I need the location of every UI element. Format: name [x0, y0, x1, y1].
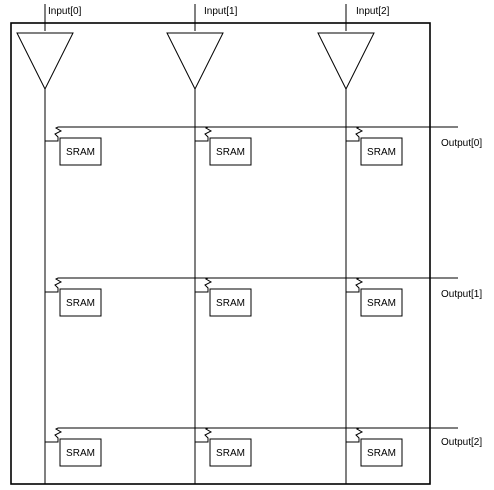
- switch-0-0: [45, 126, 63, 142]
- switch-1-1: [195, 277, 213, 293]
- switch-0-1: [195, 126, 213, 142]
- switch-2-0: [45, 427, 63, 443]
- input-buffer-2: [317, 32, 375, 91]
- sram-cell-label-2-2: SRAM: [367, 448, 396, 459]
- input-buffer-1: [166, 32, 224, 91]
- sram-cell-label-0-1: SRAM: [216, 147, 245, 158]
- output-label-1: Output[1]: [441, 289, 482, 300]
- sram-cell-box-1-0: [59, 288, 102, 317]
- sram-cell-box-2-1: [209, 438, 252, 467]
- sram-cell-label-1-0: SRAM: [66, 298, 95, 309]
- sram-cell-label-2-0: SRAM: [66, 448, 95, 459]
- switch-1-0: [45, 277, 63, 293]
- crossbar-frame: [10, 22, 431, 485]
- sram-cell-box-1-1: [209, 288, 252, 317]
- sram-cell-box-0-2: [360, 137, 403, 166]
- switch-1-2: [346, 277, 364, 293]
- sram-cell-box-2-2: [360, 438, 403, 467]
- sram-cell-box-1-2: [360, 288, 403, 317]
- sram-cell-label-0-0: SRAM: [66, 147, 95, 158]
- cell-layer: SRAM SRAM SRAM SRAM SRAM SRAM SRAM SRAM SRAM: [59, 137, 403, 467]
- input-label-1: Input[1]: [204, 6, 238, 17]
- sram-cell-label-1-1: SRAM: [216, 298, 245, 309]
- output-label-0: Output[0]: [441, 138, 482, 149]
- sram-cell-label-0-2: SRAM: [367, 147, 396, 158]
- sram-cell-label-1-2: SRAM: [367, 298, 396, 309]
- sram-cell-box-2-0: [59, 438, 102, 467]
- sram-cell-box-0-0: [59, 137, 102, 166]
- switch-2-1: [195, 427, 213, 443]
- switch-2-2: [346, 427, 364, 443]
- input-label-2: Input[2]: [356, 6, 390, 17]
- sram-cell-label-2-1: SRAM: [216, 448, 245, 459]
- wire-layer: [16, 4, 458, 484]
- output-label-2: Output[2]: [441, 437, 482, 448]
- input-buffer-0: [16, 32, 74, 91]
- input-label-0: Input[0]: [48, 6, 82, 17]
- switch-0-2: [346, 126, 364, 142]
- sram-cell-box-0-1: [209, 137, 252, 166]
